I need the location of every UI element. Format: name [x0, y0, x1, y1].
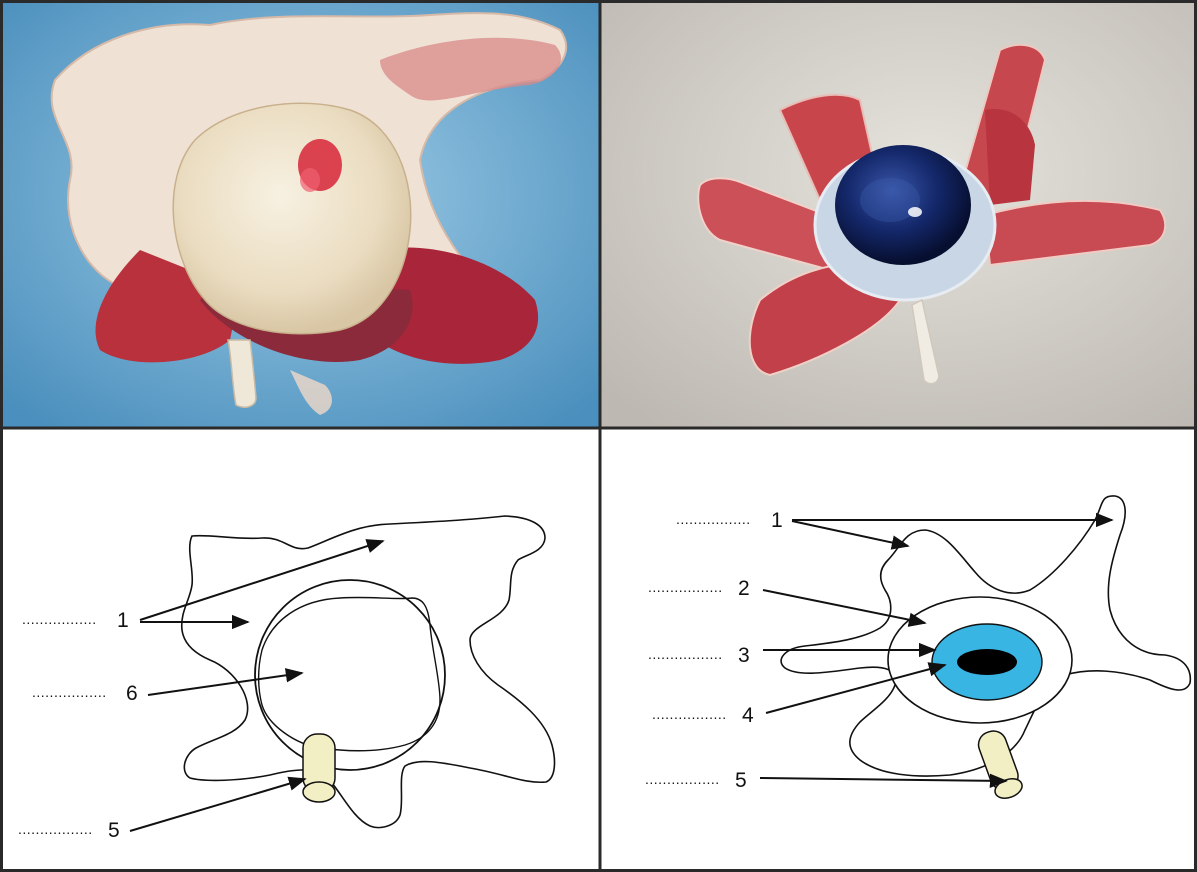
- label-number: 5: [735, 769, 747, 792]
- label-number: 6: [126, 682, 138, 705]
- tissue-outline: [182, 516, 555, 828]
- label-number: 5: [108, 819, 120, 842]
- label-number: 4: [742, 704, 754, 727]
- fat-covered-globe: [173, 103, 411, 334]
- blank-line: .................: [676, 511, 751, 527]
- pointer-arrow: [760, 778, 1006, 781]
- blank-line: .................: [18, 821, 93, 837]
- blank-line: .................: [32, 684, 107, 700]
- pointer-arrow: [763, 590, 925, 623]
- globe-inner-outline: [259, 597, 440, 750]
- photo-top-left: [3, 3, 599, 427]
- diagram-bottom-right: ................. 1 ................. 2 …: [645, 496, 1190, 802]
- blank-line: .................: [652, 706, 727, 722]
- blank-line: .................: [648, 646, 723, 662]
- label-number: 2: [738, 577, 750, 600]
- label-number: 1: [117, 609, 129, 632]
- diagram-bottom-left: ................. 1 ................. 6 …: [18, 516, 554, 842]
- blank-line: .................: [645, 771, 720, 787]
- blank-line: .................: [648, 579, 723, 595]
- label-number: 3: [738, 644, 750, 667]
- blank-line: .................: [22, 611, 97, 627]
- pointer-arrow: [130, 779, 305, 831]
- pointer-arrow: [148, 673, 302, 695]
- photo-top-right: [601, 3, 1194, 427]
- pupil: [957, 649, 1017, 675]
- label-number: 1: [771, 509, 783, 532]
- pointer-arrow: [792, 521, 908, 546]
